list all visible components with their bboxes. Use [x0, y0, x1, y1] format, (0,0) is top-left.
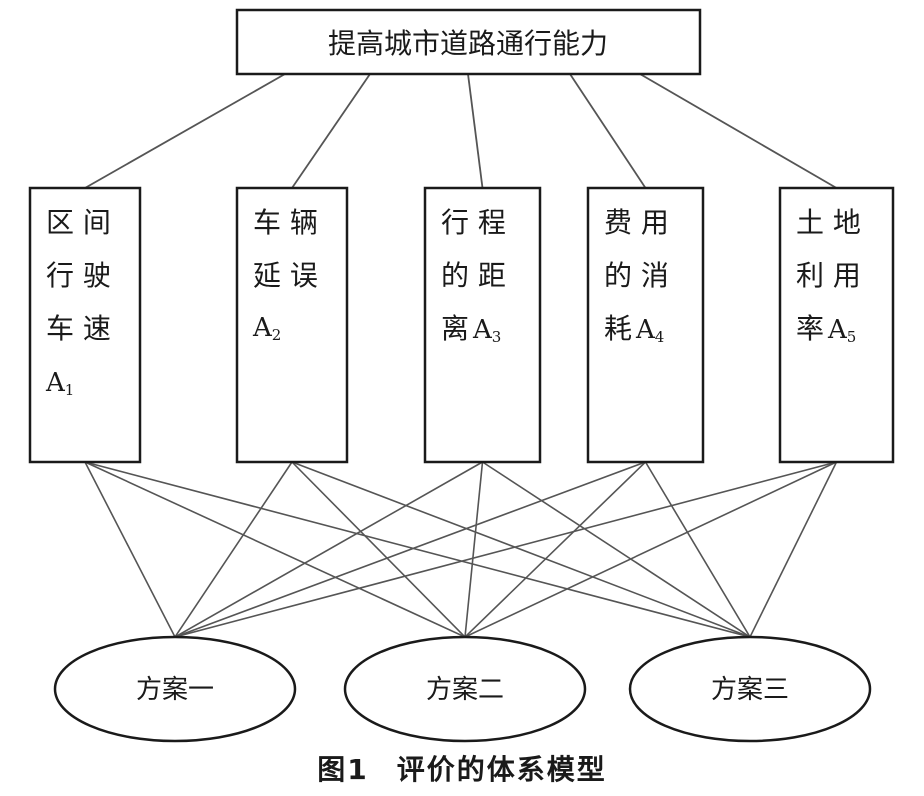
goal-connector	[291, 73, 371, 189]
criterion-code: A1	[45, 368, 74, 399]
criterion-label-line: 区 间	[46, 206, 111, 239]
criterion-code: A	[635, 315, 656, 345]
goal-node: 提高城市道路通行能力	[235, 8, 702, 76]
diagram-connectors	[84, 73, 838, 638]
criterion-label-line: 行 驶	[46, 259, 111, 292]
goal-connector	[84, 73, 286, 189]
figure-title: 评价的体系模型	[396, 753, 607, 786]
goal-connector	[569, 73, 647, 189]
alternative-node: 方案三	[628, 635, 872, 743]
alternative-connector	[749, 461, 838, 638]
alternative-node: 方案二	[343, 635, 587, 743]
alternative-connector	[482, 461, 751, 638]
criterion-label-line: 车 速	[46, 312, 111, 345]
alternative-connector	[174, 461, 837, 638]
criterion-code: A2	[252, 313, 281, 344]
alternative-connector	[644, 461, 751, 638]
criterion-label-line: 费 用	[604, 206, 669, 239]
figure-number: 图1	[317, 753, 369, 786]
alternative-connector	[464, 461, 484, 638]
criterion-code: A	[472, 315, 493, 345]
alternative-connector	[291, 461, 466, 638]
alternative-label: 方案一	[136, 675, 214, 705]
goal-connector	[467, 73, 484, 189]
goal-connector	[639, 73, 837, 189]
criterion-node: 区 间行 驶车 速 A1	[28, 186, 142, 464]
alternative-connector	[174, 461, 646, 638]
criterion-code: A	[827, 315, 848, 345]
alternative-connector	[84, 461, 176, 638]
criterion-label-line: 车 辆	[253, 206, 318, 239]
alternative-label: 方案二	[426, 675, 504, 705]
goal-label: 提高城市道路通行能力	[328, 27, 608, 60]
alternative-connector	[84, 461, 751, 638]
alternative-connector	[464, 461, 647, 638]
figure-caption: 图1 评价的体系模型	[0, 748, 924, 788]
alternative-connector	[291, 461, 751, 638]
alternative-connector	[174, 461, 293, 638]
criterion-label-line: 行 程	[441, 206, 506, 239]
alternative-node: 方案一	[53, 635, 297, 743]
criterion-label-line: 土 地	[796, 206, 861, 239]
criterion-label-line: 延 误	[253, 259, 318, 292]
alternative-connector	[464, 461, 837, 638]
alternative-label: 方案三	[711, 675, 789, 705]
alternative-connector	[84, 461, 466, 638]
criterion-label-line: 的 距	[441, 259, 506, 292]
criterion-label-line: 利 用	[796, 259, 861, 292]
criterion-label-line: 的 消	[604, 259, 669, 292]
alternative-connector	[174, 461, 483, 638]
criterion-node: 车 辆延 误 A2	[235, 186, 349, 464]
alternatives-layer: 方案一 方案二 方案三	[53, 635, 872, 743]
